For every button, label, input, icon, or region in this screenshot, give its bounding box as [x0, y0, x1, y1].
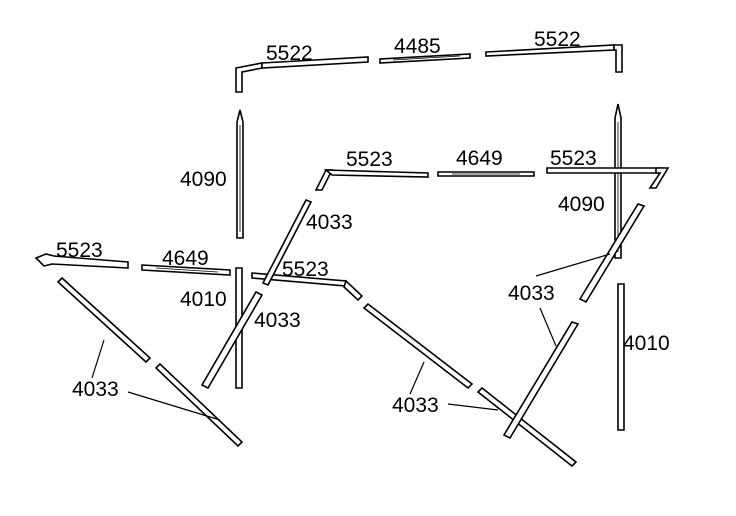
top-rail-left-rod: [235, 56, 369, 93]
left-rail-right-label: 5523: [282, 258, 329, 281]
brace-right-lower-leader: [409, 361, 499, 411]
brace-right-lower-rod: [362, 302, 578, 468]
brace-left-rod: [56, 276, 244, 448]
brace-right-upper-label: 4033: [508, 282, 555, 305]
mid-rail-right-rod: [546, 167, 670, 189]
top-rail-center-rod: [379, 53, 471, 64]
brace-right-lower-label: 4033: [392, 394, 439, 417]
top-rail-right-rod: [485, 44, 623, 73]
left-rail-right-rod: [251, 272, 364, 302]
brace-center-label: 4033: [254, 309, 301, 332]
mid-rail-left-label: 5523: [346, 148, 393, 171]
brace-right-upper-leader: [535, 253, 611, 347]
right-post-label: 4010: [623, 332, 670, 355]
upper-right-post-label: 4090: [558, 193, 605, 216]
mid-rail-center-label: 4649: [456, 147, 503, 170]
left-rail-center-label: 4649: [162, 247, 209, 270]
left-rail-center-rod: [141, 264, 231, 276]
brace-right-upper-rod: [502, 203, 646, 440]
right-post-rod: [617, 283, 625, 431]
upper-left-post-label: 4090: [180, 168, 227, 191]
top-rail-right-label: 5522: [534, 28, 581, 51]
left-post-label: 4010: [180, 288, 227, 311]
left-rail-left-label: 5523: [56, 239, 103, 262]
brace-center-rod: [200, 290, 264, 390]
top-rail-left-label: 5522: [266, 42, 313, 65]
brace-upper-rod: [261, 198, 313, 287]
top-rail-center-label: 4485: [394, 35, 441, 58]
upper-left-post-rod: [236, 109, 244, 239]
upper-right-post-rod: [614, 103, 622, 259]
brace-left-label: 4033: [72, 378, 119, 401]
mid-rail-center-rod: [437, 171, 535, 177]
brace-left-leader: [91, 339, 221, 421]
mid-rail-left-rod: [314, 169, 429, 191]
brace-upper-label: 4033: [306, 211, 353, 234]
mid-rail-right-label: 5523: [550, 147, 597, 170]
left-rail-left-rod: [34, 253, 129, 269]
